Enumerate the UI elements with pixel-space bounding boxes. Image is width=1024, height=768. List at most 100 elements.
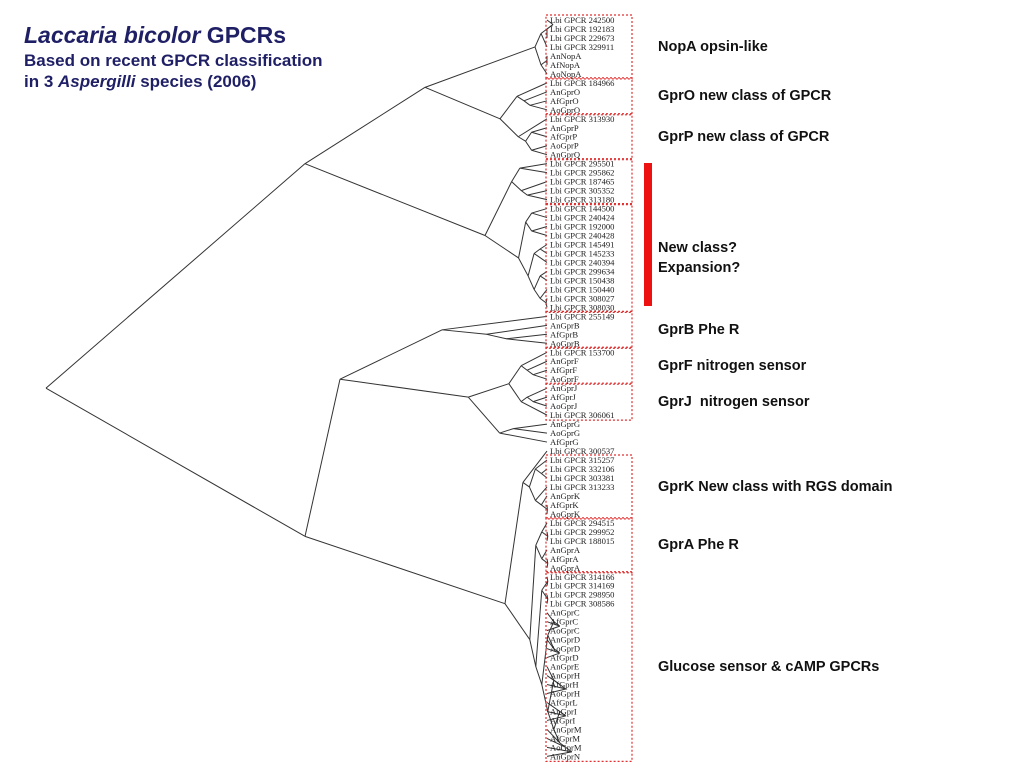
tree-branch [529, 639, 537, 667]
tree-branch [527, 275, 535, 290]
tree-branch [504, 603, 531, 640]
tree-branch [525, 221, 533, 232]
tree-branch [506, 333, 548, 340]
tree-branch [520, 351, 548, 367]
tree-branch [304, 535, 506, 605]
tree-branch [547, 634, 555, 649]
tree-branch [546, 648, 560, 654]
tree-branch [541, 635, 549, 685]
tree-branch [546, 652, 560, 659]
tree-branch [520, 396, 528, 403]
tree-branch [533, 374, 548, 380]
tree-branch [541, 580, 549, 591]
group-label: GprA Phe R [658, 537, 739, 554]
tree-branch [519, 163, 548, 169]
leaf-label: AfGprC [550, 617, 578, 627]
tree-branch [546, 24, 554, 30]
tree-branch [546, 19, 554, 25]
highlight-bar [644, 163, 652, 306]
leaf-label: Lbi GPCR 240424 [550, 213, 615, 223]
leaf-label: Lbi GPCR 313180 [550, 195, 614, 205]
tree-branch [442, 329, 487, 335]
clade-box [545, 77, 633, 116]
tree-branch [533, 275, 541, 290]
tree-branch [529, 104, 548, 111]
leaf-label: AfGprM [550, 733, 580, 743]
leaf-label: AnGprC [550, 608, 580, 618]
tree-branch [531, 230, 548, 236]
clade-box [545, 454, 633, 520]
tree-branch [467, 396, 501, 434]
tree-branch [486, 333, 507, 340]
clade-box [545, 310, 633, 349]
leaf-label: AnGprJ [550, 383, 578, 393]
tree-branch [546, 751, 572, 757]
tree-branch [499, 428, 514, 434]
leaf-label: Lbi GPCR 150440 [550, 284, 614, 294]
group-label: GprF nitrogen sensor [658, 357, 807, 374]
leaf-label: AfGprD [550, 653, 579, 663]
tree-branch [523, 100, 531, 106]
leaf-label: AoGprM [550, 742, 582, 752]
tree-branch [521, 190, 528, 196]
tree-branch [526, 396, 534, 403]
tree-branch [534, 486, 548, 501]
tree-branch [528, 486, 536, 501]
leaf-label: AnGprE [550, 662, 579, 672]
tree-branch [539, 289, 548, 299]
tree-branch [499, 118, 519, 138]
leaf-label: Lbi GPCR 240394 [550, 257, 615, 267]
subtitle-line-2: in 3 Aspergilli species (2006) [24, 71, 323, 92]
tree-branch [529, 545, 537, 640]
subtitle-genus: Aspergilli [58, 72, 136, 91]
tree-branch [534, 33, 542, 48]
tree-branch [525, 131, 532, 142]
clade-box [545, 382, 633, 421]
tree-branch [547, 679, 555, 712]
tree-branch [528, 468, 536, 488]
clade-box [545, 202, 633, 313]
tree-branch [533, 253, 548, 263]
tree-branch [304, 86, 426, 165]
leaf-label: Lbi GPCR 192000 [550, 222, 614, 232]
leaf-label: AnGprA [550, 545, 581, 555]
leaf-label: Lbi GPCR 305352 [550, 186, 614, 196]
title-block: Laccaria bicolor GPCRs Based on recent G… [24, 20, 323, 92]
tree-branch [442, 315, 548, 331]
tree-branch [484, 181, 513, 236]
tree-branch [546, 621, 560, 627]
tree-branch [546, 594, 549, 600]
leaf-label: AoGprA [550, 563, 581, 573]
leaf-label: AfGprF [550, 365, 577, 375]
tree-branch [546, 576, 549, 582]
leaf-label: AnGprQ [550, 150, 581, 160]
leaf-label: Lbi GPCR 315257 [550, 455, 615, 465]
tree-branch [546, 729, 561, 744]
tree-branch [424, 46, 536, 88]
leaf-label: AnGprM [550, 724, 582, 734]
tree-branch [531, 127, 548, 133]
leaf-label: AnGprF [550, 356, 579, 366]
title-suffix: GPCRs [200, 22, 287, 48]
tree-branch [304, 379, 341, 537]
leaf-label: AoGprK [550, 509, 581, 519]
tree-branch [535, 468, 542, 474]
clade-box [545, 14, 633, 80]
leaf-label: AfGprG [550, 437, 579, 447]
tree-branch [499, 432, 548, 443]
clade-box [545, 517, 633, 574]
leaf-label: Lbi GPCR 192183 [550, 24, 614, 34]
tree-branch [546, 710, 566, 717]
tree-branch [339, 378, 469, 398]
leaf-label: Lbi GPCR 299634 [550, 266, 615, 276]
tree-branch [546, 563, 549, 568]
tree-branch [518, 257, 529, 277]
tree-branch [529, 100, 548, 106]
tree-branch [540, 64, 548, 75]
leaf-label: AfGprA [550, 554, 579, 564]
leaf-label: AfGprO [550, 96, 579, 106]
leaf-label: AnGprB [550, 320, 580, 330]
tree-branch [546, 715, 566, 721]
tree-branch [546, 625, 560, 632]
tree-branch [468, 383, 510, 398]
